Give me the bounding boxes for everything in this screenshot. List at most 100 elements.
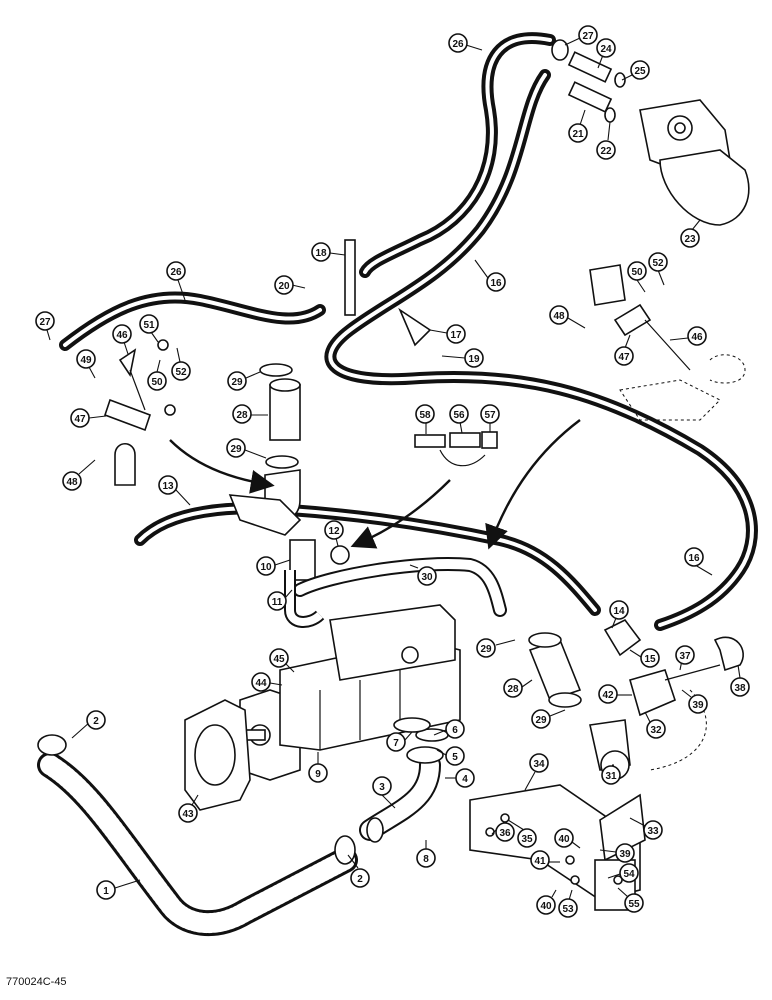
callout-label: 47 — [74, 414, 86, 425]
callout-29c: 29 — [476, 638, 516, 658]
callout-label: 16 — [490, 278, 502, 289]
gasket-43 — [184, 699, 251, 811]
fittings-21-24 — [551, 39, 626, 123]
callout-24: 24 — [596, 38, 616, 69]
callout-48a: 48 — [62, 459, 96, 491]
callout-label: 24 — [600, 44, 612, 55]
callout-34: 34 — [524, 753, 549, 791]
callout-26a: 26 — [448, 33, 483, 53]
callout-label: 14 — [613, 606, 625, 617]
callout-31: 31 — [601, 764, 621, 785]
callout-20: 20 — [274, 275, 306, 295]
callout-label: 50 — [151, 377, 163, 388]
callout-label: 38 — [734, 683, 746, 694]
callout-label: 39 — [692, 700, 704, 711]
callout-51: 51 — [139, 314, 159, 343]
callout-label: 46 — [691, 332, 703, 343]
callout-label: 46 — [116, 330, 128, 341]
callout-label: 43 — [182, 809, 194, 820]
pipe-30 — [284, 557, 507, 628]
callout-46a: 46 — [112, 324, 132, 355]
callout-label: 8 — [423, 854, 429, 865]
callout-39a: 39 — [681, 689, 708, 714]
callout-label: 44 — [255, 678, 267, 689]
bracket-group-left — [103, 339, 176, 486]
callout-label: 16 — [688, 553, 700, 564]
callout-label: 20 — [278, 281, 290, 292]
flow-arrows — [169, 419, 581, 550]
callout-label: 4 — [462, 774, 468, 785]
callout-label: 48 — [553, 311, 565, 322]
callout-label: 57 — [484, 410, 496, 421]
callout-43: 43 — [178, 794, 199, 823]
callout-label: 29 — [230, 444, 242, 455]
callout-38: 38 — [730, 664, 750, 697]
callout-label: 13 — [162, 481, 174, 492]
callout-label: 56 — [453, 410, 465, 421]
callout-label: 49 — [80, 355, 92, 366]
callout-label: 27 — [582, 31, 594, 42]
callout-label: 45 — [273, 654, 285, 665]
callout-9: 9 — [308, 752, 328, 783]
callout-45: 45 — [269, 648, 295, 673]
callout-label: 39 — [619, 849, 631, 860]
callout-label: 7 — [393, 738, 399, 749]
callout-label: 9 — [315, 769, 321, 780]
hose-26-upper — [359, 32, 556, 278]
callout-label: 53 — [562, 904, 574, 915]
callout-label: 15 — [644, 654, 656, 665]
callout-19: 19 — [441, 348, 484, 368]
callout-label: 29 — [480, 644, 492, 655]
callout-16a: 16 — [474, 259, 506, 292]
bracket-34 — [469, 784, 646, 911]
callout-label: 40 — [540, 901, 552, 912]
callout-label: 29 — [535, 715, 547, 726]
sensor-assembly — [414, 431, 498, 467]
callout-label: 36 — [499, 828, 511, 839]
callout-47b: 47 — [614, 334, 634, 366]
callout-29a: 29 — [227, 371, 261, 391]
callout-57: 57 — [480, 404, 500, 432]
bracket-18 — [344, 239, 356, 316]
callout-label: 11 — [272, 597, 283, 608]
callout-label: 58 — [419, 410, 431, 421]
callout-label: 26 — [170, 267, 182, 278]
callout-label: 42 — [602, 690, 614, 701]
fittings-10-12 — [228, 494, 350, 581]
callout-28a: 28 — [232, 404, 268, 424]
callout-15: 15 — [629, 648, 660, 668]
callout-label: 18 — [315, 248, 327, 259]
callout-label: 50 — [631, 267, 643, 278]
callout-32: 32 — [644, 711, 666, 739]
callout-label: 6 — [452, 725, 458, 736]
callout-25: 25 — [621, 60, 650, 81]
callouts: 1 2 2 3 4 5 6 7 8 9 10 11 12 13 14 15 16… — [35, 25, 750, 918]
callout-label: 22 — [600, 146, 612, 157]
callout-36: 36 — [491, 822, 515, 842]
hose-26-left — [59, 291, 326, 351]
callout-22: 22 — [596, 121, 616, 160]
callout-label: 47 — [618, 352, 630, 363]
callout-label: 54 — [623, 869, 635, 880]
callout-11: 11 — [267, 589, 293, 611]
callout-label: 10 — [260, 562, 272, 573]
steering-valve-23 — [639, 99, 750, 226]
callout-label: 1 — [103, 886, 109, 897]
callout-label: 48 — [66, 477, 78, 488]
callout-33: 33 — [629, 817, 663, 840]
callout-label: 2 — [357, 874, 363, 885]
callout-29d: 29 — [531, 709, 566, 729]
callout-18: 18 — [311, 242, 346, 262]
callout-label: 52 — [175, 367, 187, 378]
callout-label: 19 — [468, 354, 480, 365]
callout-14: 14 — [609, 600, 629, 629]
callout-50b: 50 — [627, 261, 647, 293]
callout-12: 12 — [324, 520, 344, 547]
callout-label: 31 — [605, 771, 617, 782]
callout-52a: 52 — [171, 347, 191, 381]
callout-41: 41 — [530, 850, 560, 870]
callout-label: 21 — [572, 129, 584, 140]
elbow-3 — [359, 717, 449, 843]
callout-label: 3 — [379, 782, 385, 793]
